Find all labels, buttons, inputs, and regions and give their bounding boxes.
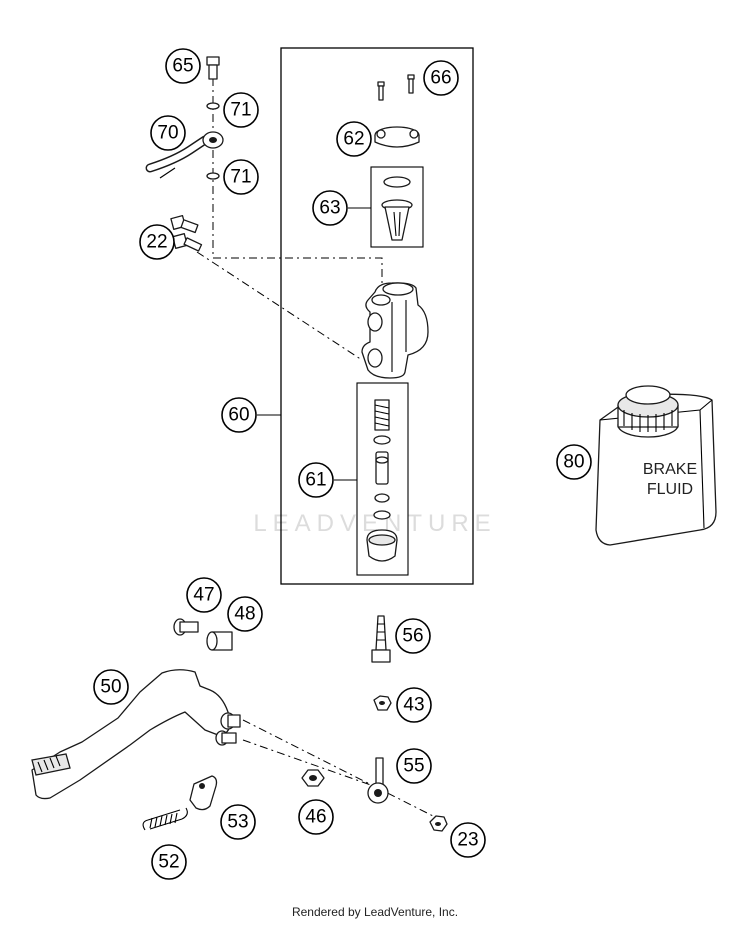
svg-text:70: 70	[157, 123, 178, 144]
svg-text:22: 22	[146, 232, 167, 253]
nut-43	[373, 695, 392, 711]
pivot-pin-47	[173, 618, 199, 636]
assembly-line-banjo	[212, 78, 383, 290]
svg-text:52: 52	[158, 852, 179, 873]
washer-71-upper	[206, 102, 220, 110]
svg-text:60: 60	[228, 405, 249, 426]
svg-text:47: 47	[193, 585, 214, 606]
callout-50: 50	[93, 669, 129, 705]
callout-65: 65	[165, 48, 201, 84]
piston-kit-61	[366, 399, 398, 562]
callout-71-upper: 71	[223, 92, 259, 128]
callout-46: 46	[298, 799, 334, 835]
banjo-bolt-65	[206, 56, 220, 80]
spring-bracket-53	[189, 775, 218, 811]
assembly-line-bolt	[196, 251, 363, 361]
return-spring-52	[142, 807, 188, 831]
callout-56: 56	[395, 618, 431, 654]
callout-55: 55	[396, 748, 432, 784]
callout-61: 61	[298, 462, 334, 498]
callout-52: 52	[151, 844, 187, 880]
nut-46	[301, 769, 325, 787]
washer-71-lower	[206, 172, 220, 180]
callout-71-lower: 71	[223, 159, 259, 195]
bolt-22-short	[170, 214, 199, 234]
bottle-label-line1: BRAKE	[643, 461, 697, 478]
svg-text:65: 65	[172, 56, 193, 77]
assembly-line-pedal	[242, 739, 386, 791]
callout-53: 53	[220, 804, 256, 840]
callout-22: 22	[139, 224, 175, 260]
svg-text:62: 62	[343, 129, 364, 150]
brake-pedal-50	[31, 669, 241, 800]
callout-63: 63	[312, 190, 348, 226]
svg-text:71: 71	[230, 100, 251, 121]
callout-80: 80	[556, 444, 592, 480]
svg-text:53: 53	[227, 812, 248, 833]
filter-63	[381, 176, 413, 241]
svg-text:55: 55	[403, 756, 424, 777]
svg-text:56: 56	[402, 626, 423, 647]
rod-end-55	[367, 757, 389, 804]
svg-text:80: 80	[563, 452, 584, 473]
brake-hose-70	[145, 131, 224, 179]
filter-frame-63	[370, 166, 424, 248]
svg-text:71: 71	[230, 167, 251, 188]
master-cylinder-body	[361, 282, 429, 379]
screw-66-right	[407, 74, 415, 94]
assembly-frame-60	[280, 47, 474, 585]
footer-credit: Rendered by LeadVenture, Inc.	[291, 905, 459, 919]
brake-fluid-bottle-80: BRAKE FLUID	[595, 385, 717, 546]
bolt-22-long	[172, 233, 203, 252]
callout-60: 60	[221, 397, 257, 433]
piston-kit-frame-61	[356, 382, 409, 576]
svg-text:23: 23	[457, 830, 478, 851]
bottle-label-line2: FLUID	[647, 481, 693, 498]
callout-23: 23	[450, 822, 486, 858]
callout-62: 62	[336, 121, 372, 157]
bushing-48	[206, 631, 233, 651]
callout-43: 43	[396, 687, 432, 723]
svg-text:43: 43	[403, 695, 424, 716]
callout-66: 66	[423, 60, 459, 96]
svg-text:66: 66	[430, 68, 451, 89]
svg-text:61: 61	[305, 470, 326, 491]
assembly-line-pushrod	[242, 719, 438, 819]
svg-text:63: 63	[319, 198, 340, 219]
screw-66-left	[377, 81, 385, 101]
svg-text:48: 48	[234, 604, 255, 625]
callout-48: 48	[227, 596, 263, 632]
nut-23	[429, 815, 448, 832]
svg-text:46: 46	[305, 807, 326, 828]
callout-70: 70	[150, 115, 186, 151]
svg-text:50: 50	[100, 677, 121, 698]
bleeder-screw-56	[371, 615, 391, 663]
reservoir-cap-62	[374, 126, 420, 148]
callout-47: 47	[186, 577, 222, 613]
